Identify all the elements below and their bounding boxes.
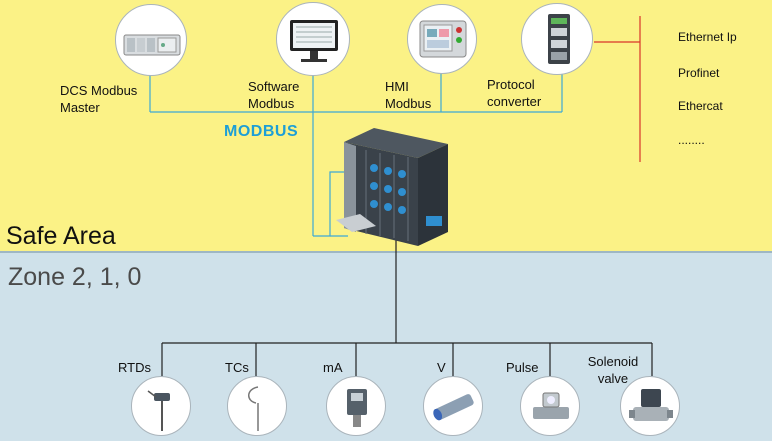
modbus-module-link	[313, 171, 349, 237]
master-label-protocol: Protocol converter	[487, 76, 541, 110]
flow-meter-icon	[520, 376, 580, 436]
field-label-pulse: Pulse	[506, 360, 539, 375]
master-label-line: Software	[248, 79, 300, 94]
master-label-line: HMI	[385, 79, 409, 94]
io-module-rack-icon	[336, 128, 448, 246]
modbus-lines	[149, 58, 563, 237]
modbus-label: MODBUS	[224, 123, 299, 140]
monitor-icon	[276, 2, 350, 76]
field-label-tcs: TCs	[225, 360, 249, 375]
protocol-converter-icon	[521, 3, 593, 75]
master-label-line: Protocol	[487, 77, 535, 92]
protocol-lines	[594, 16, 641, 162]
protocol-item: Ethernet Ip	[678, 30, 737, 44]
master-label-line: Modbus	[385, 96, 432, 111]
field-label-v: V	[437, 360, 446, 375]
master-label-line: Modbus	[248, 96, 295, 111]
protocol-item: ........	[678, 133, 705, 147]
dcs-controller-icon	[115, 4, 187, 76]
master-label-hmi: HMI Modbus	[385, 78, 431, 112]
field-label-line: Solenoid	[587, 354, 639, 369]
proximity-sensor-icon	[423, 376, 483, 436]
pressure-transmitter-icon	[326, 376, 386, 436]
master-label-line: DCS Modbus	[60, 83, 138, 98]
zone-divider	[0, 251, 772, 253]
field-label-line: valve	[597, 371, 629, 386]
solenoid-valve-icon	[620, 376, 680, 436]
master-label-software: Software Modbus	[248, 78, 299, 112]
hmi-panel-icon	[407, 4, 477, 74]
protocol-item: Ethercat	[678, 99, 723, 113]
field-label-solenoid: Solenoid valve	[582, 353, 644, 387]
field-label-rtds: RTDs	[118, 360, 151, 375]
hazardous-area-label: Zone 2, 1, 0	[8, 263, 142, 291]
safe-area-label: Safe Area	[6, 222, 116, 250]
field-label-ma: mA	[323, 360, 343, 375]
master-label-dcs: DCS Modbus Master	[60, 82, 137, 116]
master-label-line: Master	[60, 100, 100, 115]
rtd-sensor-icon	[131, 376, 191, 436]
thermocouple-icon	[227, 376, 287, 436]
field-lines	[161, 238, 653, 376]
protocol-item: Profinet	[678, 66, 720, 80]
master-label-line: converter	[487, 94, 542, 109]
